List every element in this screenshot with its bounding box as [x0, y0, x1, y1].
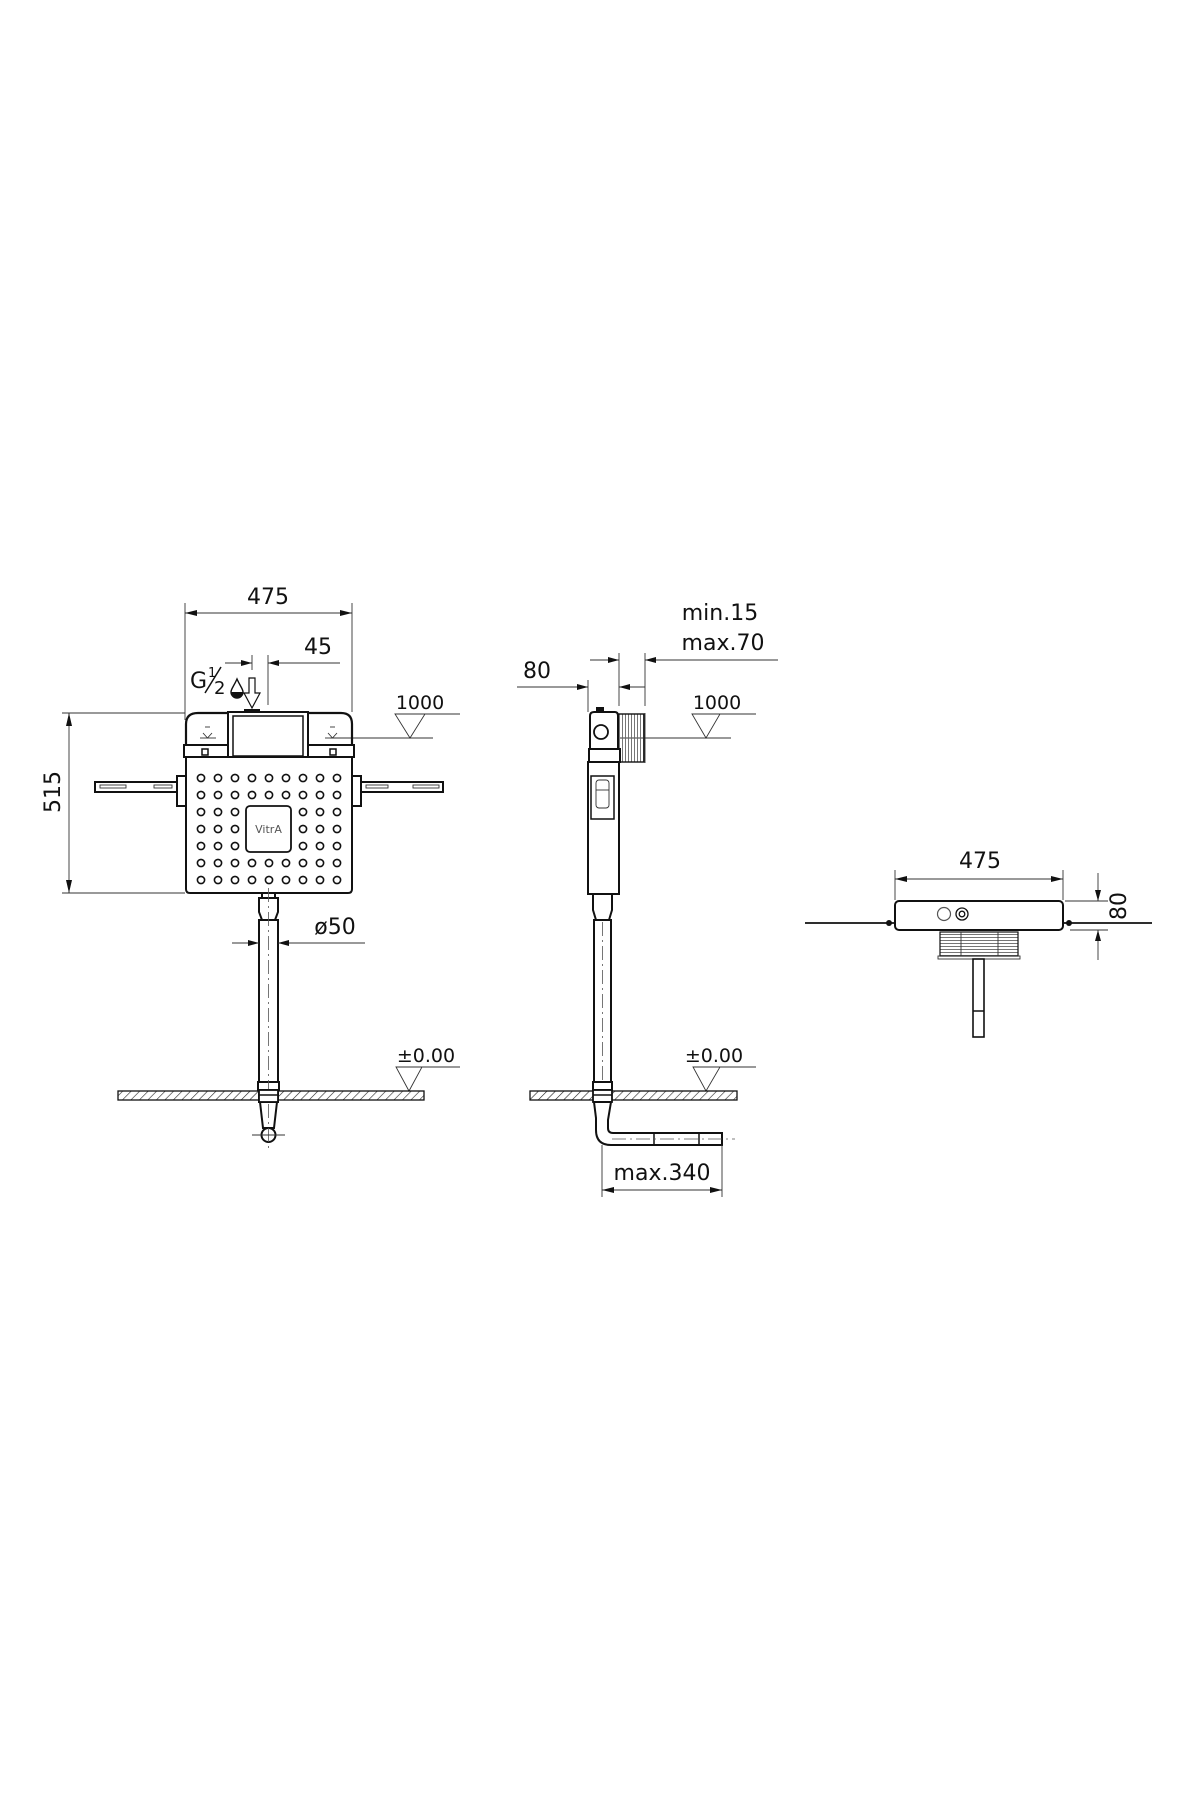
- inlet-offset-dimension: 45: [225, 635, 340, 705]
- dot-grid: [196, 773, 342, 885]
- side-level-top-label: 1000: [693, 692, 741, 714]
- front-level-top-label: 1000: [396, 692, 444, 714]
- cistern-front: VitrA: [94, 709, 444, 894]
- inlet-thread-label: G 1 2: [190, 666, 261, 710]
- pipe-diameter-dimension: ø50: [232, 915, 365, 946]
- side-floor-level: ±0.00: [685, 1045, 756, 1092]
- brand-logo: VitrA: [255, 823, 282, 836]
- top-cistern-body: [894, 900, 1064, 931]
- front-width-dimension: 475: [184, 585, 353, 720]
- top-flush-grill: [939, 931, 1019, 957]
- side-depth-dimension: 80: [517, 659, 645, 712]
- wall-max-label: max.70: [682, 631, 765, 656]
- front-height-label: 515: [41, 771, 66, 813]
- front-floor-level: ±0.00: [395, 1045, 460, 1092]
- front-width-label: 475: [247, 585, 289, 610]
- outlet-length-dimension: max.340: [601, 1145, 723, 1197]
- front-drain-pipe: [252, 888, 285, 1148]
- inlet-thread-denominator: 2: [214, 678, 225, 699]
- top-width-dimension: 475: [894, 849, 1064, 900]
- front-level-1000: 1000: [330, 692, 460, 739]
- side-depth-label: 80: [523, 659, 551, 684]
- front-view: 475 45 G 1 2: [41, 585, 460, 1148]
- side-flush-grill: [617, 713, 645, 763]
- inlet-thread-numerator: 1: [208, 666, 216, 681]
- side-view: min.15 max.70 80 1000: [517, 601, 778, 1197]
- pipe-diameter-label: ø50: [314, 915, 355, 940]
- wall-min-label: min.15: [682, 601, 758, 626]
- inlet-offset-label: 45: [304, 635, 332, 660]
- side-level-floor-label: ±0.00: [685, 1045, 743, 1067]
- brand-logo-plate: [245, 805, 292, 853]
- front-height-dimension: 515: [41, 712, 185, 894]
- inlet-arrow-icon: [243, 677, 261, 710]
- side-floor-slab: [529, 1090, 738, 1101]
- top-depth-label: 80: [1107, 892, 1132, 920]
- side-wall-dimension: min.15 max.70: [590, 601, 778, 706]
- front-level-floor-label: ±0.00: [397, 1045, 455, 1067]
- top-depth-dimension: 80: [1065, 873, 1132, 960]
- top-view: 475 80: [805, 849, 1152, 1038]
- outlet-max-label: max.340: [614, 1161, 711, 1186]
- inlet-thread-g: G: [190, 669, 207, 694]
- top-width-label: 475: [959, 849, 1001, 874]
